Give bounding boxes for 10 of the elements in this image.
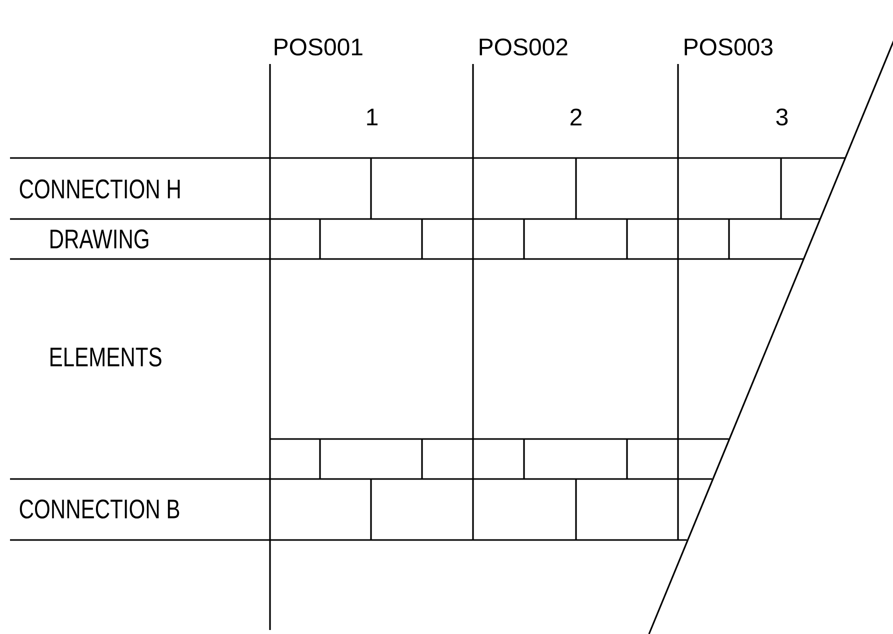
row-label: CONNECTION B xyxy=(20,499,180,519)
row-label: DRAWING xyxy=(50,229,148,249)
column-heading: 2 xyxy=(570,108,582,126)
row-label: CONNECTION H xyxy=(20,179,180,199)
column-heading: 1 xyxy=(367,108,378,126)
column-heading: POS002 xyxy=(480,38,568,56)
column-heading: POS003 xyxy=(684,38,772,56)
column-heading: 3 xyxy=(776,108,788,126)
row-label: ELEMENTS xyxy=(50,347,162,367)
column-heading: POS001 xyxy=(274,38,362,56)
